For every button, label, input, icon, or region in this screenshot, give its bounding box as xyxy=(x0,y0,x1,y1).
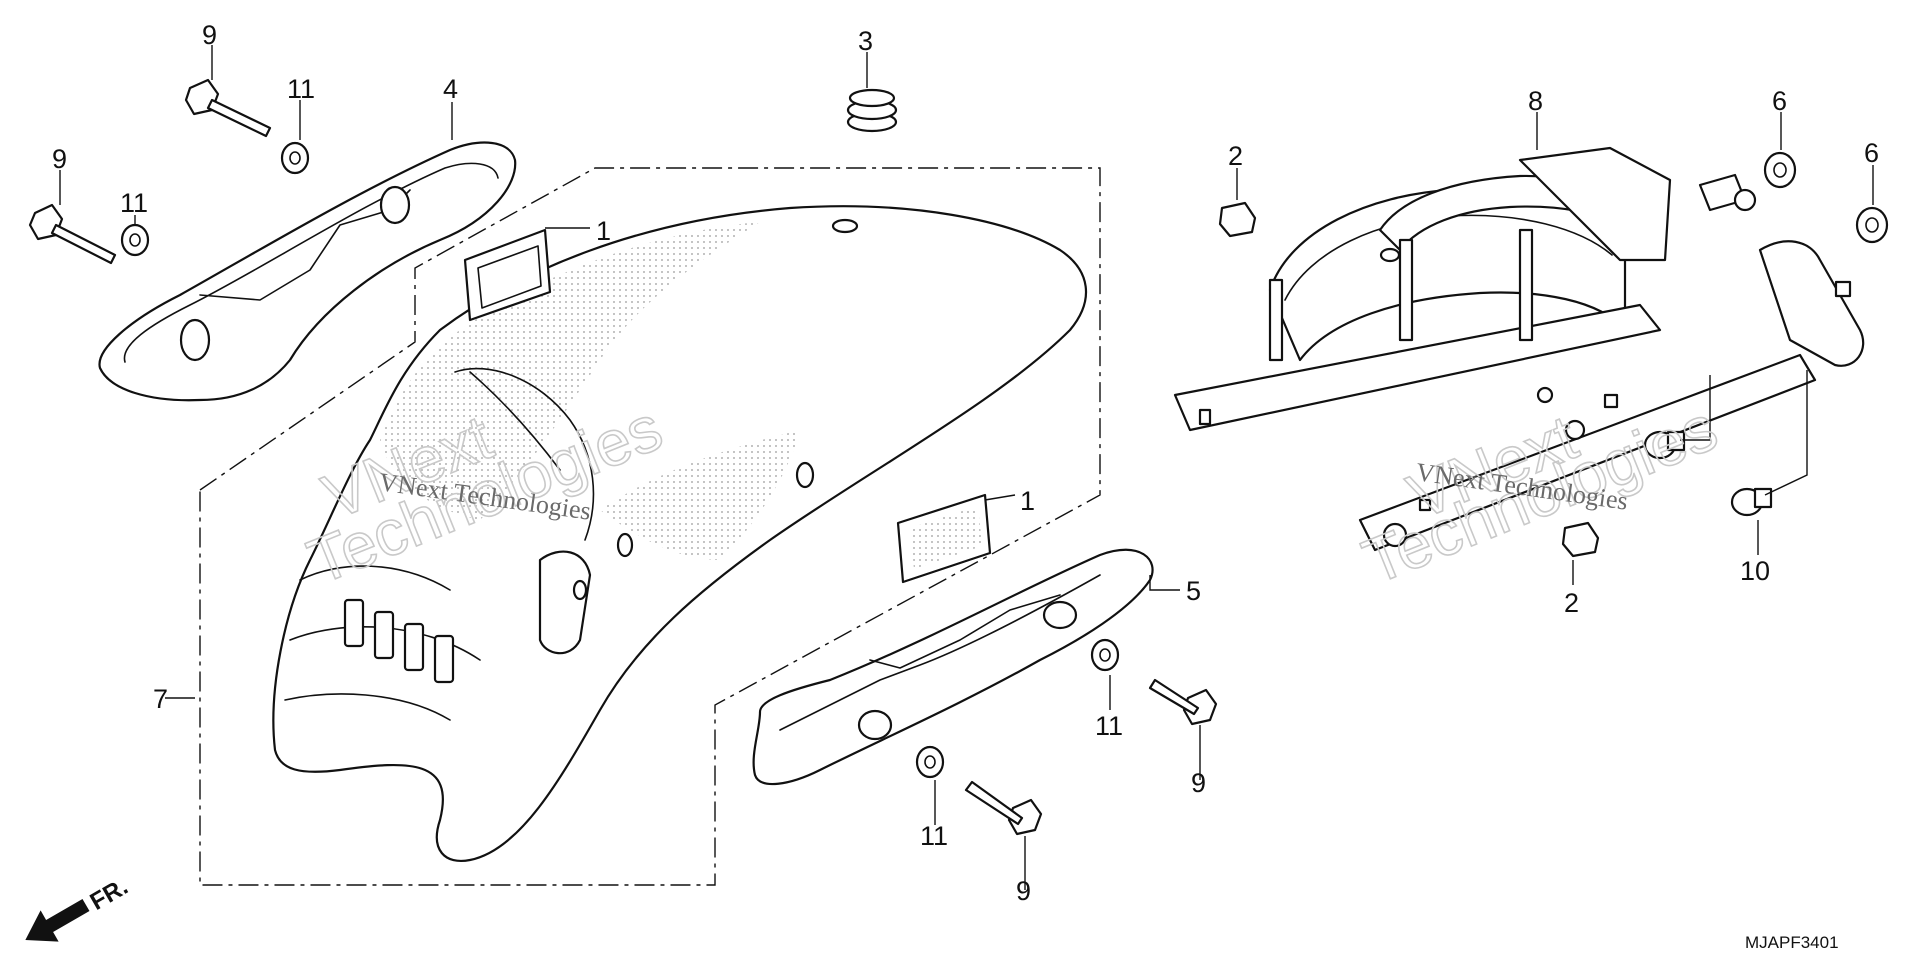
drawing-code: MJAPF3401 xyxy=(1745,933,1839,952)
washer-11-top-left-a xyxy=(280,141,310,175)
callout-7: 7 xyxy=(153,684,168,714)
grommet-6-right xyxy=(1855,206,1889,244)
reflector-upper xyxy=(463,228,552,322)
clip-2-left xyxy=(1218,201,1257,238)
callout-1-upper: 1 xyxy=(596,216,611,246)
bolt-9-top-left-b xyxy=(28,203,117,265)
callout-9-lower-b: 9 xyxy=(1016,876,1031,906)
fender-stay xyxy=(1173,146,1865,552)
callout-11-top-left-b: 11 xyxy=(120,188,148,218)
callout-9-top-left-a: 9 xyxy=(202,20,217,50)
collar-10-b xyxy=(1730,487,1773,517)
callout-4: 4 xyxy=(443,74,458,104)
callout-6-left: 6 xyxy=(1772,86,1787,116)
collar-10-a xyxy=(1643,430,1686,460)
direction-label: FR. xyxy=(86,873,133,916)
front-direction-indicator: FR. xyxy=(25,873,133,942)
washer-11-lower-b xyxy=(915,745,945,779)
washer-11-lower-a xyxy=(1090,638,1120,672)
side-cover-right xyxy=(752,548,1154,786)
callout-6-right: 6 xyxy=(1864,138,1879,168)
callout-9-top-left-b: 9 xyxy=(52,144,67,174)
leader-lines xyxy=(59,45,1874,890)
bolt-9-top-left-a xyxy=(184,78,272,138)
callout-11-lower-a: 11 xyxy=(1095,711,1123,741)
callout-8: 8 xyxy=(1528,86,1543,116)
callout-10: 10 xyxy=(1740,556,1770,586)
bolt-9-lower-a xyxy=(1148,678,1218,726)
callout-9-lower-a: 9 xyxy=(1191,768,1206,798)
clip-2-right xyxy=(1561,521,1600,558)
bolt-9-lower-b xyxy=(964,780,1043,836)
rear-fender xyxy=(272,205,1088,863)
callout-11-lower-b: 11 xyxy=(920,821,948,851)
washer-11-top-left-b xyxy=(120,223,150,257)
callout-2-left: 2 xyxy=(1228,141,1243,171)
arrow-left-icon xyxy=(25,898,90,942)
side-cover-left xyxy=(98,141,517,402)
callout-3: 3 xyxy=(858,26,873,56)
grommet-3 xyxy=(846,88,898,133)
callouts: 9 11 9 11 4 3 1 1 5 7 11 9 11 9 8 2 6 6 … xyxy=(52,20,1879,906)
callout-1-lower: 1 xyxy=(1020,486,1035,516)
callout-11-top-left-a: 11 xyxy=(287,74,315,104)
callout-5: 5 xyxy=(1186,576,1201,606)
callout-2-right: 2 xyxy=(1564,588,1579,618)
grommet-6-left xyxy=(1763,151,1797,189)
reflector-lower xyxy=(896,493,992,584)
fender-assembly-outline xyxy=(199,167,1101,886)
